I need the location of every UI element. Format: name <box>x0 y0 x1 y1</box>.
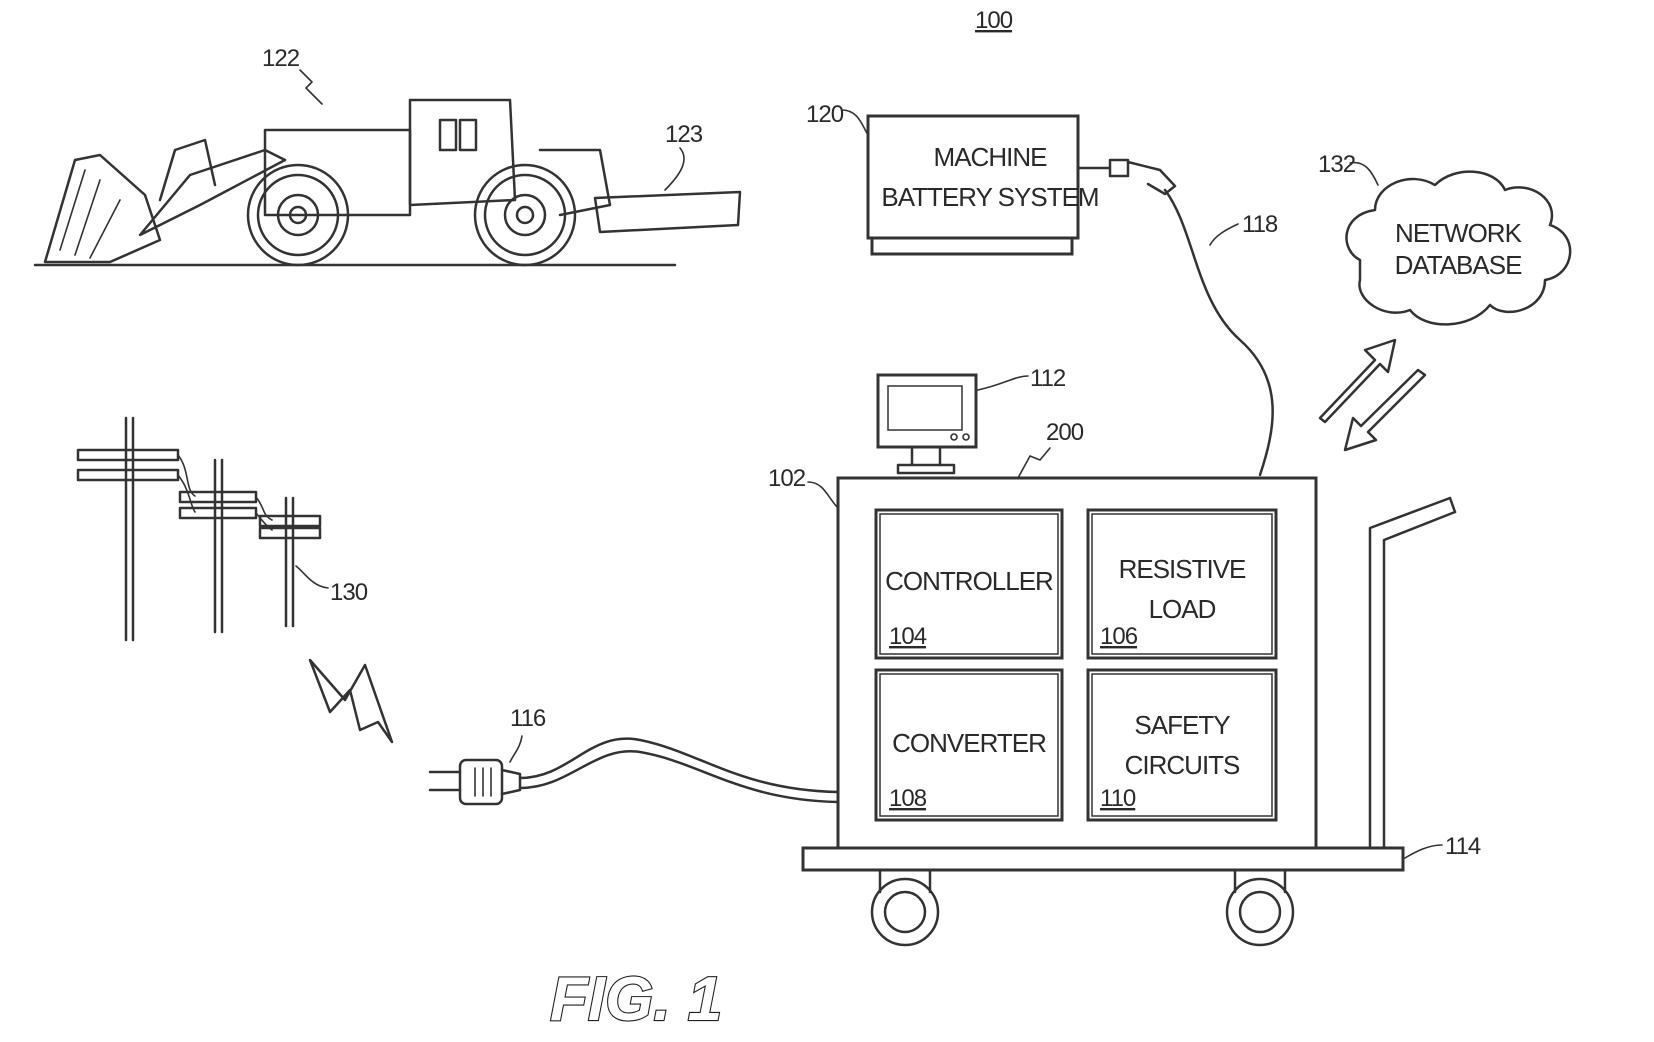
cabinet-leader <box>808 482 838 508</box>
plug-icon <box>430 760 520 804</box>
monitor-leader <box>978 376 1028 390</box>
converter-block: CONVERTER 108 <box>876 670 1062 820</box>
plug-ref: 116 <box>510 705 546 732</box>
cart-leader <box>1405 845 1442 858</box>
loader-icon <box>35 100 740 265</box>
controller-block: CONTROLLER 104 <box>876 510 1062 658</box>
resistive-load-block: RESISTIVE LOAD 106 <box>1088 510 1276 658</box>
safety-ref: 110 <box>1100 785 1136 812</box>
monitor-ref: 112 <box>1030 365 1066 392</box>
battery-ref: 120 <box>806 101 844 128</box>
machine-battery-system: MACHINE BATTERY SYSTEM <box>868 116 1175 254</box>
monitor-icon <box>878 375 976 473</box>
system-leader <box>1018 448 1050 478</box>
network-ref: 132 <box>1318 151 1356 178</box>
power-lines-icon <box>78 418 320 640</box>
cable-118-ref: 118 <box>1242 211 1278 238</box>
cloud-icon <box>1346 172 1570 325</box>
trailer-ref: 123 <box>665 121 703 148</box>
power-lines-ref: 130 <box>330 579 368 606</box>
loader-ref: 122 <box>262 45 300 72</box>
resistive-ref: 106 <box>1100 623 1138 650</box>
network-label-1: NETWORK <box>1395 218 1523 248</box>
battery-label-2: BATTERY SYSTEM <box>881 182 1098 212</box>
cable-116-outer <box>520 751 838 802</box>
controller-ref: 104 <box>889 623 927 650</box>
cart-ref: 114 <box>1445 833 1481 860</box>
plug-leader <box>510 736 522 762</box>
loader-leader <box>300 70 322 104</box>
trailer-leader <box>665 148 684 190</box>
cable-118-leader <box>1210 224 1238 245</box>
resistive-label-1: RESISTIVE <box>1119 554 1246 584</box>
network-label-2: DATABASE <box>1395 250 1523 280</box>
system-ref: 200 <box>1046 419 1084 446</box>
battery-leader <box>842 110 868 135</box>
safety-label-2: CIRCUITS <box>1125 750 1240 780</box>
figure-number: 100 <box>975 7 1013 34</box>
safety-circuits-block: SAFETY CIRCUITS 110 <box>1088 670 1276 820</box>
safety-label-1: SAFETY <box>1134 710 1230 740</box>
battery-label-1: MACHINE <box>934 142 1048 172</box>
bidirectional-arrows-icon <box>1320 340 1425 450</box>
converter-label: CONVERTER <box>892 728 1046 758</box>
cable-116 <box>520 739 838 792</box>
resistive-label-2: LOAD <box>1149 594 1216 624</box>
controller-label: CONTROLLER <box>885 566 1053 596</box>
power-lines-leader <box>296 566 328 588</box>
converter-ref: 108 <box>889 785 927 812</box>
cabinet-ref: 102 <box>768 465 806 492</box>
figure-caption: FIG. 1 <box>550 965 722 1034</box>
lightning-icon <box>310 660 392 742</box>
